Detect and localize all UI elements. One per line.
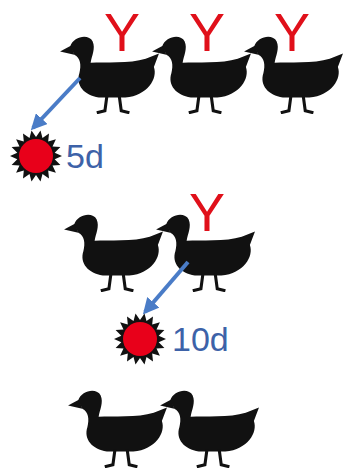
burst-spikes <box>114 313 166 364</box>
arrow <box>33 78 80 128</box>
burst <box>114 313 166 364</box>
y-mark: Y <box>189 185 225 239</box>
y-mark: Y <box>189 5 225 59</box>
burst-spikes <box>10 130 62 181</box>
duck <box>160 391 259 467</box>
burst-core <box>123 322 157 356</box>
day-label: 5d <box>66 139 104 173</box>
burst-core <box>19 139 53 173</box>
arrow <box>145 262 188 312</box>
day-label: 10d <box>172 322 229 356</box>
duck <box>68 391 167 467</box>
burst <box>10 130 62 181</box>
duck <box>64 215 163 291</box>
y-mark: Y <box>274 5 310 59</box>
y-mark: Y <box>104 5 140 59</box>
